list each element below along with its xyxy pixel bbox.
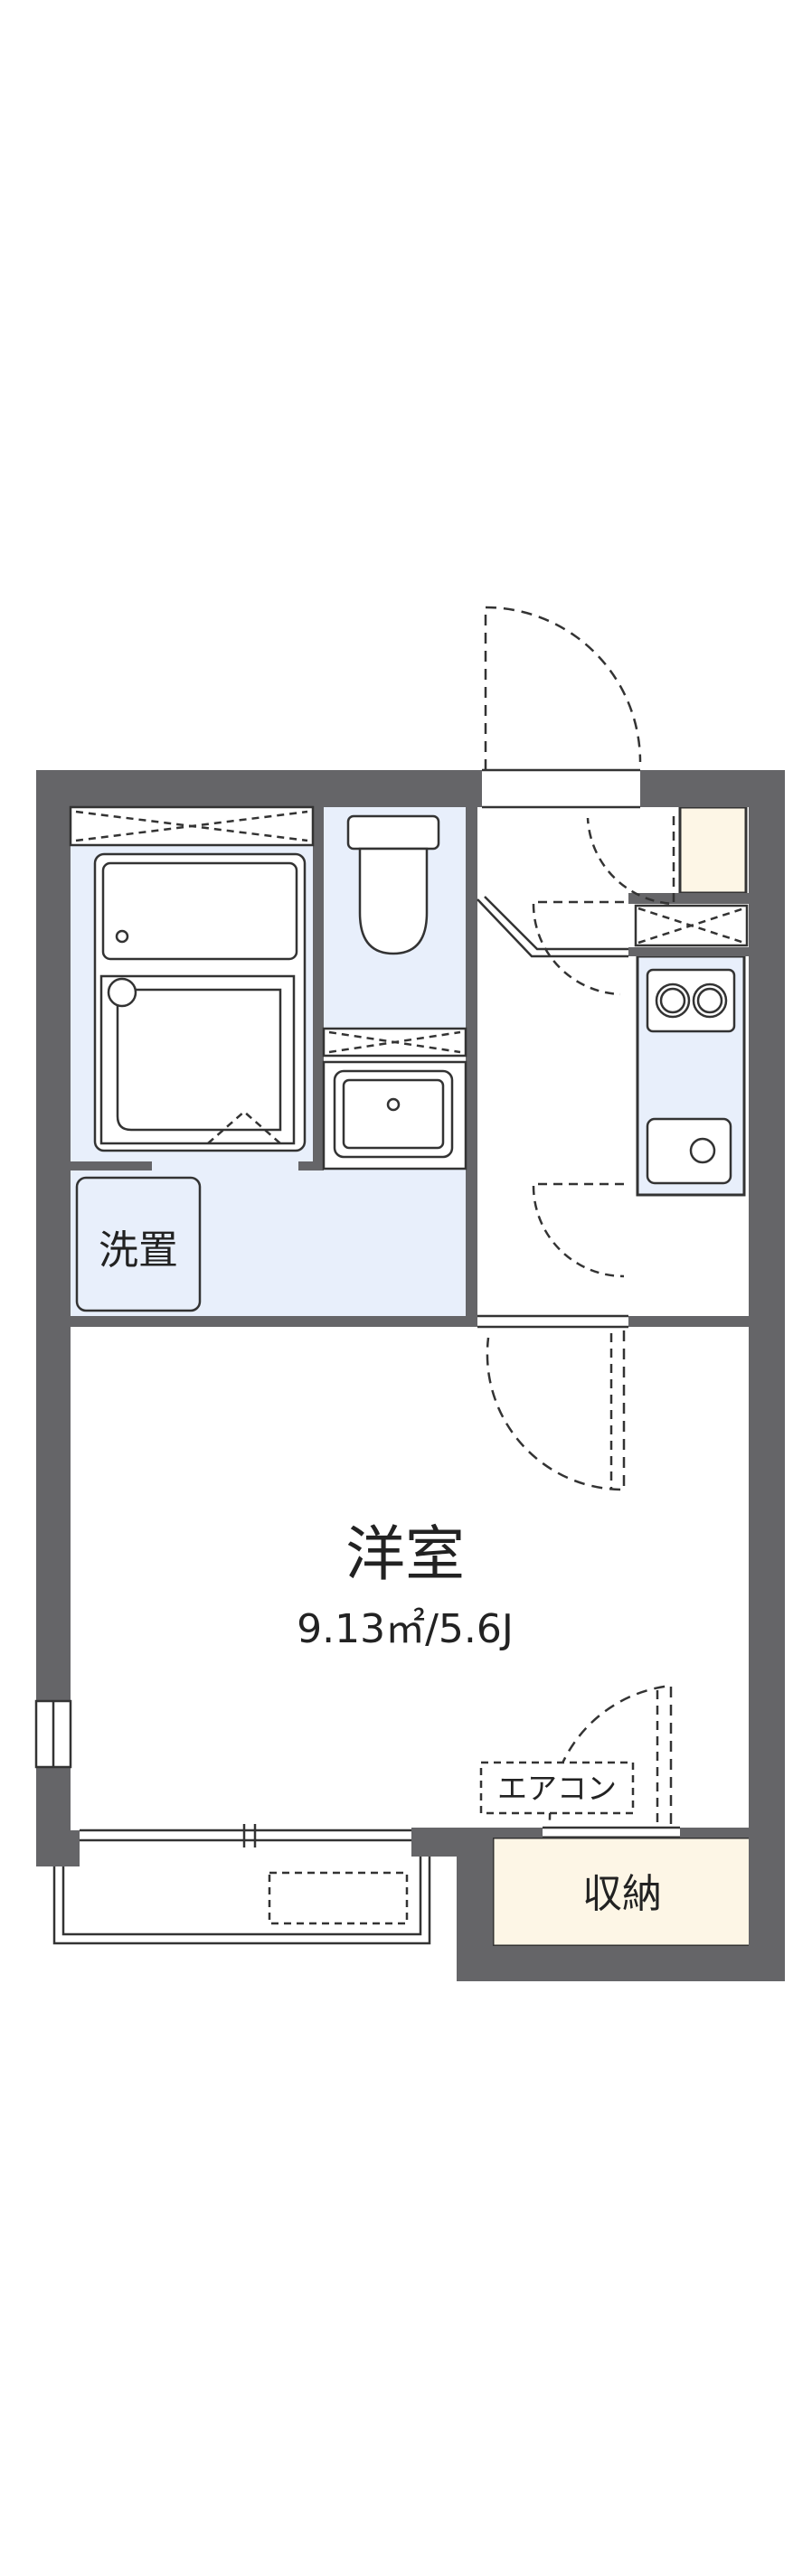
shoe-cabinet xyxy=(678,805,748,895)
bathroom-details xyxy=(69,805,315,1152)
kitchen-shelf xyxy=(634,904,749,947)
storage-label: 収納 xyxy=(582,1871,662,1917)
shoe-cabinet-door-swing xyxy=(586,816,675,906)
aircon-box xyxy=(479,1761,635,1815)
balcony-sash xyxy=(80,1824,411,1847)
walls xyxy=(36,770,785,1981)
toilet-details xyxy=(322,814,467,1170)
aircon-label: エアコン xyxy=(497,1771,617,1806)
balcony xyxy=(52,1857,431,1945)
entrance-door xyxy=(482,606,642,809)
room-door xyxy=(477,1314,628,1491)
washroom-cabinet xyxy=(75,1176,202,1312)
left-window xyxy=(34,1699,72,1769)
western-room-name: 洋室 xyxy=(345,1519,465,1589)
corridor-details xyxy=(477,896,628,1278)
washroom-label: 洗置 xyxy=(99,1227,178,1274)
western-room-area: 9.13㎡/5.6J xyxy=(297,1606,514,1652)
kitchen-fixtures xyxy=(646,968,736,1185)
